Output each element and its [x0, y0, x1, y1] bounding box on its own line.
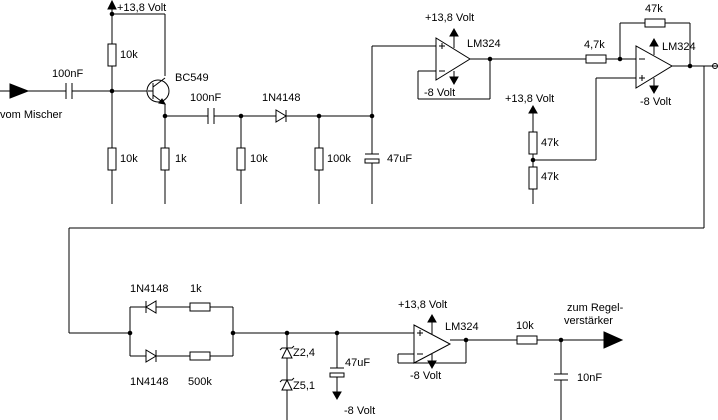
- opamp-3-neg-arrow: [427, 360, 437, 370]
- resistor-upper: [189, 302, 211, 312]
- zener-diode-1-label: Z2,4: [293, 347, 315, 359]
- opamp-2-label: LM324: [662, 41, 696, 53]
- input-capacitor-label: 100nF: [52, 68, 83, 80]
- coupling-capacitor: [207, 108, 215, 124]
- emitter-resistor: [160, 147, 170, 171]
- mid-resistor-label: 10k: [250, 153, 268, 165]
- bias-resistor-top: [107, 43, 117, 67]
- output-label-line2: verstärker: [564, 315, 613, 327]
- load-resistor: [314, 147, 324, 171]
- bias-resistor-bottom: [107, 147, 117, 171]
- opamp-2-supply-neg: -8 Volt: [640, 96, 671, 108]
- transistor-symbol: [146, 77, 170, 105]
- hold-capacitor-label: 47uF: [345, 357, 370, 369]
- input-resistor-2-label: 4,7k: [584, 39, 605, 51]
- opamp-2-supply-arrow: [649, 37, 659, 47]
- feedback-resistor-label: 47k: [645, 3, 663, 15]
- output-label-line1: zum Regel-: [567, 302, 624, 314]
- coupling-capacitor-label: 100nF: [190, 92, 221, 104]
- junction-opamp-1-out: [487, 56, 493, 62]
- opamp-1-supply-arrow: [449, 27, 459, 37]
- mid-resistor: [236, 147, 246, 171]
- bias-resistor-top-label: 10k: [120, 49, 138, 61]
- supply-arrow-1: [107, 0, 117, 10]
- hold-capacitor-neg-arrow: [332, 391, 342, 401]
- zener-diode-2: [279, 377, 295, 391]
- zener-diode-2-label: Z5,1: [293, 380, 315, 392]
- junction-divider: [530, 157, 536, 163]
- divider-supply-label: +13,8 Volt: [505, 93, 554, 105]
- diode-upper-label: 1N4148: [130, 283, 169, 295]
- input-capacitor: [65, 83, 73, 99]
- resistor-lower-label: 500k: [188, 376, 212, 388]
- output-resistor: [516, 335, 538, 345]
- opamp-3-supply-arrow: [427, 313, 437, 323]
- output-arrow: [603, 331, 624, 349]
- resistor-upper-label: 1k: [190, 283, 202, 295]
- opamp-1-label: LM324: [467, 38, 501, 50]
- opamp-2-neg-arrow: [649, 85, 659, 95]
- load-resistor-label: 100k: [327, 153, 351, 165]
- output-capacitor-label: 10nF: [577, 372, 602, 384]
- bias-resistor-bottom-label: 10k: [120, 153, 138, 165]
- input-terminal: [0, 83, 30, 99]
- supply-label-1: +13,8 Volt: [117, 2, 166, 14]
- zener-diode-1: [279, 345, 295, 359]
- hold-capacitor-supply: -8 Volt: [344, 405, 375, 417]
- opamp-1: [435, 37, 471, 81]
- filter-capacitor-label: 47uF: [387, 153, 412, 165]
- resistor-lower: [189, 351, 211, 361]
- feedback-resistor: [644, 18, 666, 28]
- divider-resistor-bottom-label: 47k: [541, 171, 559, 183]
- diode-lower-label: 1N4148: [130, 376, 169, 388]
- divider-resistor-top: [528, 131, 538, 155]
- output-resistor-label: 10k: [516, 320, 534, 332]
- input-resistor-2: [585, 54, 607, 64]
- transistor-label: BC549: [175, 72, 209, 84]
- emitter-resistor-label: 1k: [175, 153, 187, 165]
- opamp-1-supply-pos: +13,8 Volt: [425, 12, 474, 24]
- diode-upper: [145, 300, 157, 314]
- opamp-2: [635, 45, 673, 89]
- opamp-3: [413, 324, 452, 364]
- junction-opamp-2-out: [687, 63, 693, 69]
- divider-resistor-bottom: [528, 166, 538, 190]
- rectifier-diode: [275, 109, 287, 123]
- hold-capacitor: [329, 367, 345, 378]
- diode-lower: [145, 349, 157, 363]
- opamp-1-neg-arrow: [449, 76, 459, 86]
- junction-opamp-3-out: [463, 337, 469, 343]
- input-label: vom Mischer: [0, 109, 63, 121]
- divider-resistor-top-label: 47k: [541, 137, 559, 149]
- opamp-3-supply-neg: -8 Volt: [410, 370, 441, 382]
- filter-capacitor: [364, 153, 380, 164]
- rectifier-diode-label: 1N4148: [262, 92, 301, 104]
- divider-supply-arrow: [528, 104, 538, 114]
- output-capacitor: [554, 373, 568, 381]
- opamp-3-supply-pos: +13,8 Volt: [398, 299, 447, 311]
- junction-base: [109, 88, 115, 94]
- opamp-3-label: LM324: [445, 321, 479, 333]
- opamp-1-supply-neg: -8 Volt: [424, 87, 455, 99]
